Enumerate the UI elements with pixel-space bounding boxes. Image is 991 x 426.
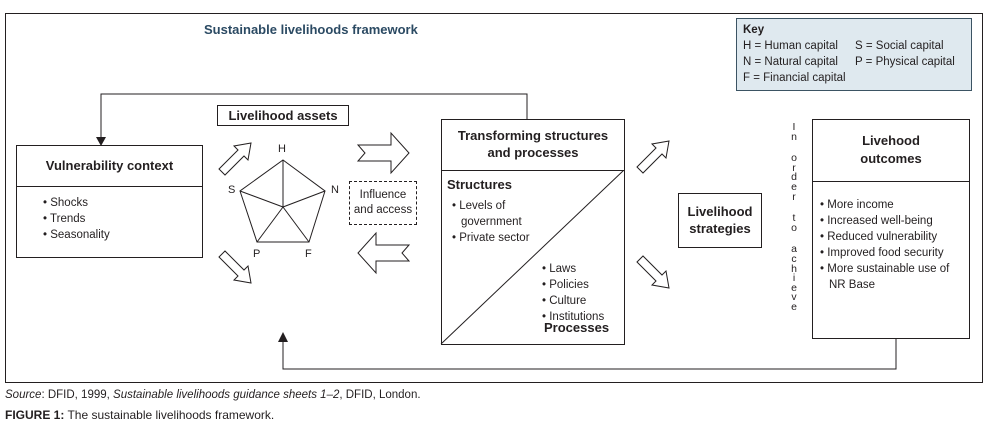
arrow-up-right-icon	[218, 142, 252, 176]
key-entry-human: H = Human capital	[743, 40, 838, 52]
source-label: Source	[5, 389, 42, 401]
key-heading: Key	[743, 24, 765, 36]
list-item: Reduced vulnerability	[820, 229, 968, 245]
arrowhead-down-icon	[96, 137, 106, 146]
vertical-letter: n	[791, 130, 797, 143]
livelihood-assets-label: Livelihood assets	[217, 105, 349, 126]
vertical-letter: o	[791, 221, 797, 234]
arrow-down-right-icon	[218, 250, 252, 284]
list-item: Private sector	[452, 230, 552, 246]
transforming-heading-line-1: Transforming structures	[457, 128, 609, 143]
key-entry-natural: N = Natural capital	[743, 56, 838, 68]
arrow-up-right-strategies-icon	[636, 140, 670, 174]
vulnerability-list: Shocks Trends Seasonality	[17, 187, 202, 243]
vertical-letter: h	[791, 262, 797, 275]
outcomes-heading-line-1: Livehood	[862, 133, 920, 148]
source-text-2: , DFID, London.	[339, 389, 421, 401]
source-text-1: : DFID, 1999,	[41, 389, 114, 401]
vertical-letter: t	[792, 212, 796, 225]
livelihood-strategies-box: Livelihood strategies	[678, 193, 762, 248]
vertical-letter: r	[792, 190, 796, 203]
asset-label-s: S	[228, 184, 236, 196]
key-entry-financial: F = Financial capital	[743, 72, 846, 84]
list-item: Improved food security	[820, 245, 968, 261]
vertical-letter: I	[792, 121, 796, 133]
list-item: Increased well-being	[820, 213, 968, 229]
asset-label-f: F	[305, 248, 312, 260]
arrowhead-up-icon	[278, 332, 288, 342]
strategies-line-1: Livelihood	[687, 204, 753, 219]
transforming-heading-line-2: and processes	[487, 145, 579, 160]
strategies-line-2: strategies	[689, 221, 751, 236]
vertical-letter: i	[792, 272, 796, 285]
transforming-heading: Transforming structures and processes	[442, 120, 624, 171]
source-caption: Source: DFID, 1999, Sustainable liveliho…	[5, 389, 421, 401]
vertical-letter: e	[791, 281, 797, 294]
list-item: Shocks	[43, 195, 202, 211]
influence-line-1: Influence	[359, 189, 407, 201]
outcomes-heading: Livehood outcomes	[813, 120, 969, 182]
arrow-right-icon	[356, 131, 410, 175]
influence-access-box: Influence and access	[349, 181, 417, 225]
processes-list: Laws Policies Culture Institutions	[542, 261, 604, 325]
list-item: More sustainable use of NR Base	[820, 261, 968, 293]
asset-pentagon	[239, 159, 326, 243]
vertical-letter: a	[791, 243, 797, 256]
vertical-letter: e	[791, 180, 797, 193]
influence-line-2: and access	[353, 204, 413, 216]
transforming-diagonal	[440, 169, 625, 345]
key-entry-social: S = Social capital	[855, 40, 944, 52]
figure-text: The sustainable livelihoods framework.	[64, 408, 275, 422]
vulnerability-context-box: Vulnerability context Shocks Trends Seas…	[16, 145, 203, 258]
figure-caption: FIGURE 1: The sustainable livelihoods fr…	[5, 408, 274, 422]
outcomes-heading-line-2: outcomes	[860, 151, 922, 166]
diagram-frame	[5, 13, 983, 383]
list-item: Laws	[542, 261, 604, 277]
feedback-line-top	[100, 93, 528, 138]
list-item: Levels of government	[452, 198, 552, 230]
vertical-letter: o	[791, 152, 797, 165]
vertical-letter: c	[791, 252, 797, 265]
list-item: More income	[820, 197, 968, 213]
source-title: Sustainable livelihoods guidance sheets …	[113, 389, 340, 401]
structures-list: Levels of government Private sector	[452, 198, 552, 246]
list-item: Culture	[542, 293, 604, 309]
diagram-title: Sustainable livelihoods framework	[204, 22, 418, 37]
list-item: Seasonality	[43, 227, 202, 243]
vulnerability-heading: Vulnerability context	[17, 146, 202, 187]
list-item: Policies	[542, 277, 604, 293]
list-item: Trends	[43, 211, 202, 227]
asset-label-n: N	[331, 184, 339, 196]
key-entry-physical: P = Physical capital	[855, 56, 955, 68]
vertical-letter: e	[791, 300, 797, 313]
key-box: Key H = Human capital S = Social capital…	[736, 18, 972, 91]
asset-label-p: P	[253, 248, 261, 260]
arrow-down-right-strategies-icon	[636, 255, 670, 289]
transforming-structures-box: Transforming structures and processes St…	[441, 119, 625, 345]
vertical-letter: v	[791, 291, 797, 304]
outcomes-list: More income Increased well-being Reduced…	[813, 182, 968, 293]
vertical-letter: d	[791, 171, 797, 184]
vertical-letter: r	[792, 161, 796, 174]
list-item: Institutions	[542, 309, 604, 325]
asset-label-h: H	[278, 143, 286, 155]
feedback-line-bottom	[282, 338, 897, 370]
livelihood-outcomes-box: Livehood outcomes More income Increased …	[812, 119, 970, 339]
structures-heading: Structures	[447, 177, 513, 192]
figure-label: FIGURE 1:	[5, 408, 65, 422]
processes-heading: Processes	[544, 320, 610, 335]
arrow-left-icon	[357, 231, 411, 275]
